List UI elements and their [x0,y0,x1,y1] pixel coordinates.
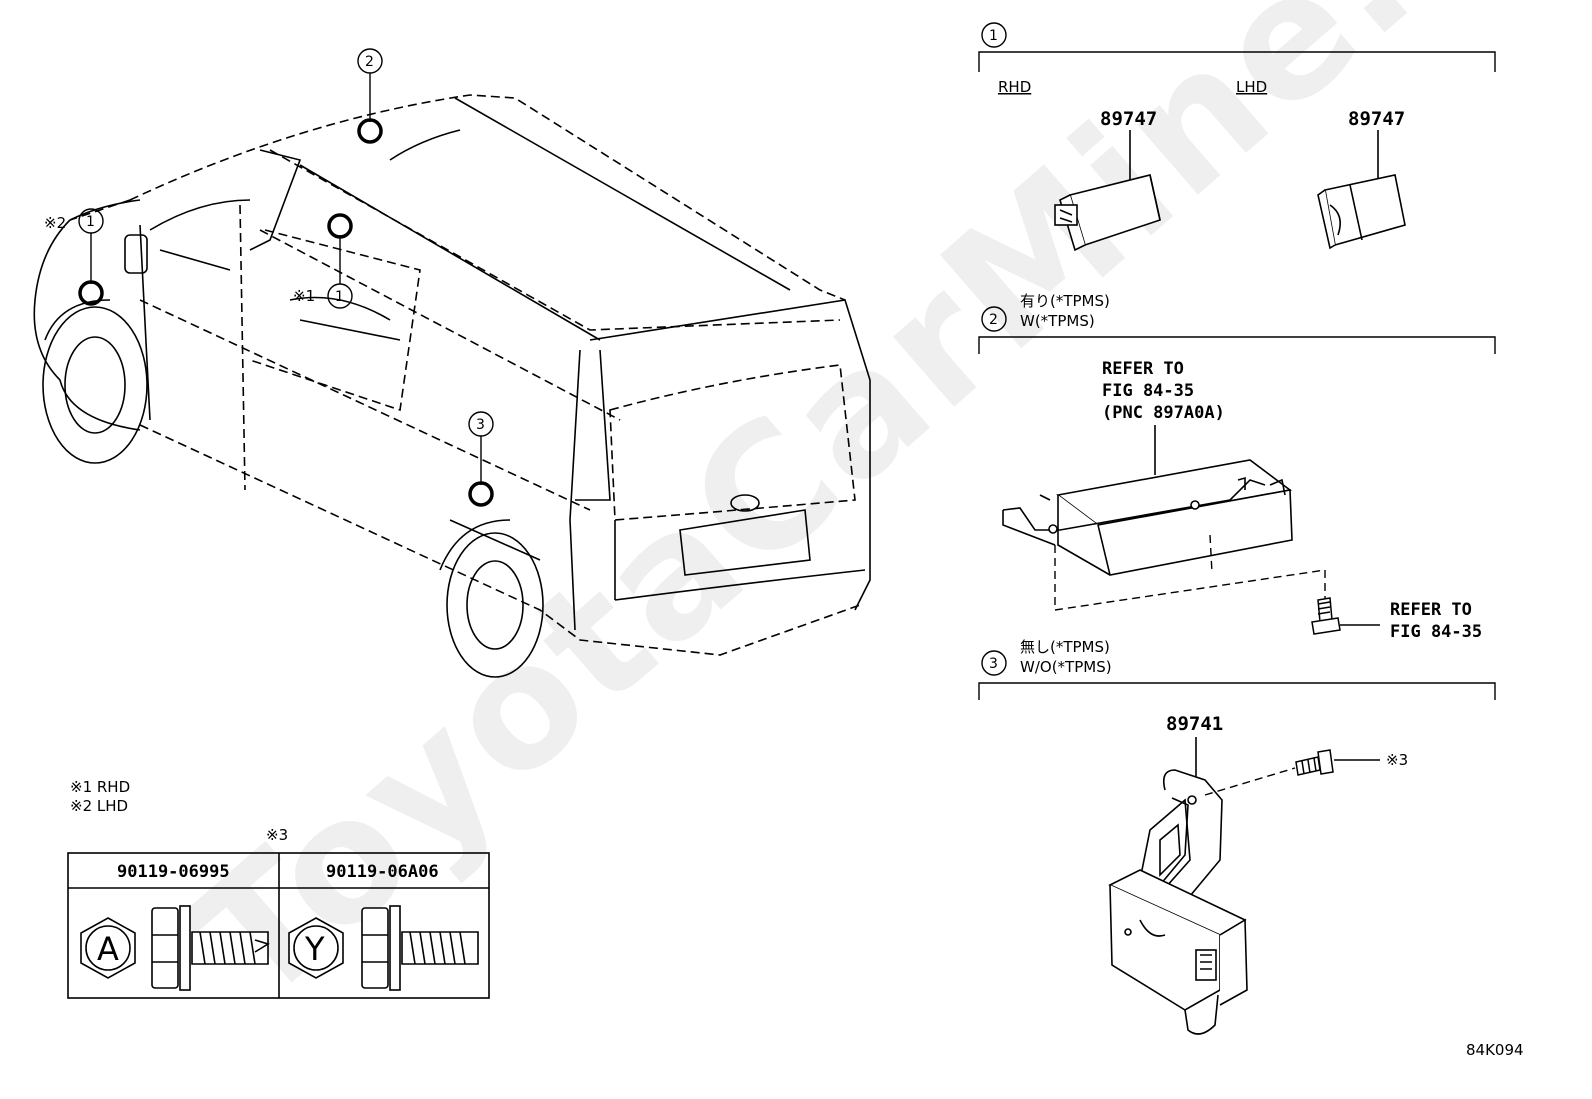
section-1-number: 1 [989,28,998,44]
rhd-label: RHD [998,78,1031,96]
rhd-module-drawing [1054,130,1161,252]
tpms-bolt-drawing [1311,597,1380,635]
refer-to-2-line-1: REFER TO [1390,600,1472,620]
watermark-text: ToyotaCarMine.ru [157,0,1592,1041]
section-1-header [978,22,1496,72]
refer-to-line-3: (PNC 897A0A) [1102,403,1225,423]
section-3-part-number: 89741 [1166,713,1223,735]
bolt-table-title: ※3 [266,826,288,844]
section-2-label-en: W(*TPMS) [1020,312,1095,330]
bolt-table [67,852,490,999]
note-2: ※2 LHD [70,797,128,815]
tpms-module-drawing [1002,425,1293,576]
section-3-number: 3 [989,656,998,672]
callout-1-interior-number: 1 [335,289,344,305]
section-3-header [978,650,1496,700]
lhd-part-number: 89747 [1348,108,1405,130]
refer-to-line-2: FIG 84-35 [1102,381,1194,401]
van-callouts [78,48,494,507]
section-3-label-jp: 無し(*TPMS) [1020,638,1110,656]
note-1: ※1 RHD [70,778,130,796]
callout-2-number: 2 [365,54,374,70]
section-3-label-en: W/O(*TPMS) [1020,658,1112,676]
bolt-y-drawing [288,905,479,991]
rhd-part-number: 89747 [1100,108,1157,130]
section-3-bolt-drawing [1295,749,1380,776]
bolt-a-drawing [80,905,270,991]
refer-to-2-line-2: FIG 84-35 [1390,622,1482,642]
note1-mark-on-van: ※1 [293,287,315,305]
lhd-label: LHD [1236,78,1267,96]
note2-mark-on-van: ※2 [44,214,66,232]
figure-code: 84K094 [1466,1041,1524,1059]
bolt-y-mark: Y [304,930,325,968]
section-3-dashed-guide [1204,767,1296,796]
van-illustration [33,94,871,678]
bolt-a-mark: A [97,930,119,968]
lhd-module-drawing [1317,130,1406,250]
section-2-number: 2 [989,312,998,328]
tpms-dashed-guides [1054,534,1326,611]
module-with-bracket-drawing [1108,737,1248,1035]
section-3-bolt-note: ※3 [1386,751,1408,769]
callout-3-number: 3 [476,417,485,433]
section-2-header [978,306,1496,354]
refer-to-line-1: REFER TO [1102,359,1184,379]
callout-1-left-number: 1 [86,214,95,230]
bolt-table-col2-part: 90119-06A06 [326,862,439,882]
section-2-label-jp: 有り(*TPMS) [1020,292,1110,310]
bolt-table-col1-part: 90119-06995 [117,862,230,882]
